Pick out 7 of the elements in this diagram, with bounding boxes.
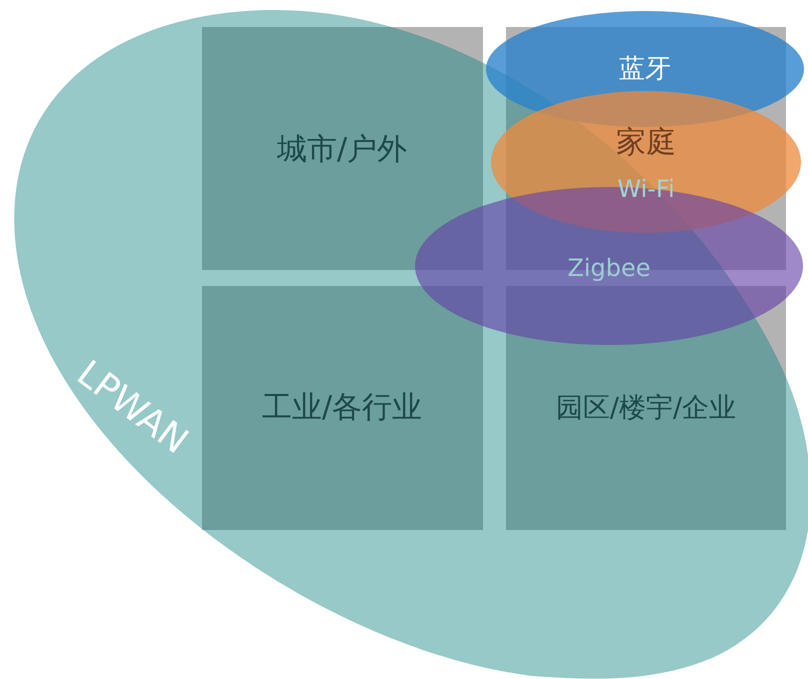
coverage-label: Zigbee [567, 256, 651, 280]
coverage-label: Wi-Fi [617, 177, 675, 201]
zone-label: 工业/各行业 [262, 393, 422, 423]
zone-label: 园区/楼宇/企业 [556, 394, 736, 422]
coverage-label: 蓝牙 [619, 56, 671, 82]
coverage-label: 家庭 [616, 128, 676, 158]
zone-label: 城市/户外 [276, 135, 408, 165]
